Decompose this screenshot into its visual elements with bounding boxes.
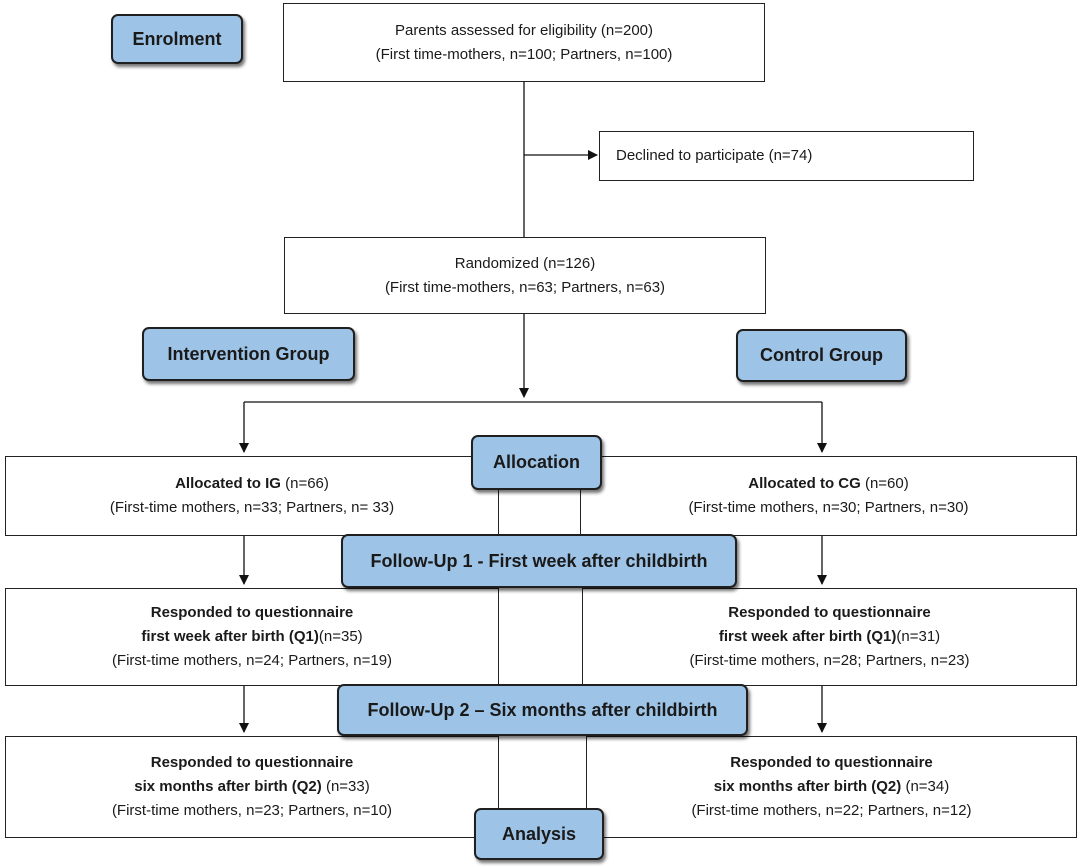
q2-ig-breakdown: (First-time mothers, n=23; Partners, n=1…: [111, 802, 393, 819]
q2-ig-label: six months after birth (Q2): [134, 778, 322, 795]
analysis-label: Analysis: [474, 808, 604, 860]
q1-cg-title: Responded to questionnaire: [728, 604, 931, 621]
allocated-ig-title: Allocated to IG (n=66): [175, 472, 329, 496]
allocated-cg-label: Allocated to CG: [748, 475, 861, 492]
q2-ig-box: Responded to questionnaire six months af…: [5, 736, 499, 838]
q1-ig-breakdown: (First-time mothers, n=24; Partners, n=1…: [111, 652, 393, 669]
q2-cg-box: Responded to questionnaire six months af…: [586, 736, 1077, 838]
allocated-cg-breakdown: (First-time mothers, n=30; Partners, n=3…: [688, 499, 969, 516]
allocation-label: Allocation: [471, 435, 602, 490]
q2-ig-title: Responded to questionnaire: [150, 754, 354, 771]
followup-1-label: Follow-Up 1 - First week after childbirt…: [341, 534, 737, 588]
q1-cg-subtitle: first week after birth (Q1)(n=31): [719, 625, 940, 649]
randomized-breakdown: (First time-mothers, n=63; Partners, n=6…: [384, 278, 666, 296]
allocated-cg-box: Allocated to CG (n=60) (First-time mothe…: [580, 456, 1077, 536]
declined-box: Declined to participate (n=74): [599, 131, 974, 181]
eligibility-breakdown: (First time-mothers, n=100; Partners, n=…: [375, 45, 673, 63]
q1-ig-count: (n=35): [318, 628, 363, 645]
randomized-count: Randomized (n=126): [454, 254, 596, 272]
followup-2-label: Follow-Up 2 – Six months after childbirt…: [337, 684, 748, 736]
control-group-label: Control Group: [736, 329, 907, 382]
q1-ig-title: Responded to questionnaire: [150, 604, 354, 621]
q2-ig-count: (n=33): [321, 778, 370, 795]
allocated-ig-breakdown: (First-time mothers, n=33; Partners, n= …: [109, 499, 395, 516]
q2-cg-subtitle: six months after birth (Q2) (n=34): [714, 775, 949, 799]
allocated-ig-count: (n=66): [280, 475, 329, 492]
q1-cg-breakdown: (First-time mothers, n=28; Partners, n=2…: [689, 652, 970, 669]
randomized-box: Randomized (n=126) (First time-mothers, …: [284, 237, 766, 314]
allocated-ig-box: Allocated to IG (n=66) (First-time mothe…: [5, 456, 499, 536]
allocated-cg-title: Allocated to CG (n=60): [748, 472, 908, 496]
q1-cg-count: (n=31): [896, 628, 941, 645]
enrolment-label: Enrolment: [111, 14, 243, 64]
q2-cg-breakdown: (First-time mothers, n=22; Partners, n=1…: [691, 802, 972, 819]
q2-ig-subtitle: six months after birth (Q2) (n=33): [134, 775, 369, 799]
intervention-group-label: Intervention Group: [142, 327, 355, 381]
q2-cg-title: Responded to questionnaire: [730, 754, 933, 771]
q1-cg-box: Responded to questionnaire first week af…: [582, 588, 1077, 686]
q2-cg-label: six months after birth (Q2): [713, 778, 902, 795]
eligibility-count: Parents assessed for eligibility (n=200): [394, 21, 654, 39]
eligibility-box: Parents assessed for eligibility (n=200)…: [283, 3, 765, 82]
allocated-ig-label: Allocated to IG: [175, 475, 281, 492]
q1-ig-label: first week after birth (Q1): [141, 628, 319, 645]
declined-count: Declined to participate (n=74): [616, 147, 813, 164]
q2-cg-count: (n=34): [901, 778, 950, 795]
q1-cg-label: first week after birth (Q1): [718, 628, 897, 645]
allocated-cg-count: (n=60): [860, 475, 909, 492]
q1-ig-box: Responded to questionnaire first week af…: [5, 588, 499, 686]
q1-ig-subtitle: first week after birth (Q1)(n=35): [141, 625, 362, 649]
